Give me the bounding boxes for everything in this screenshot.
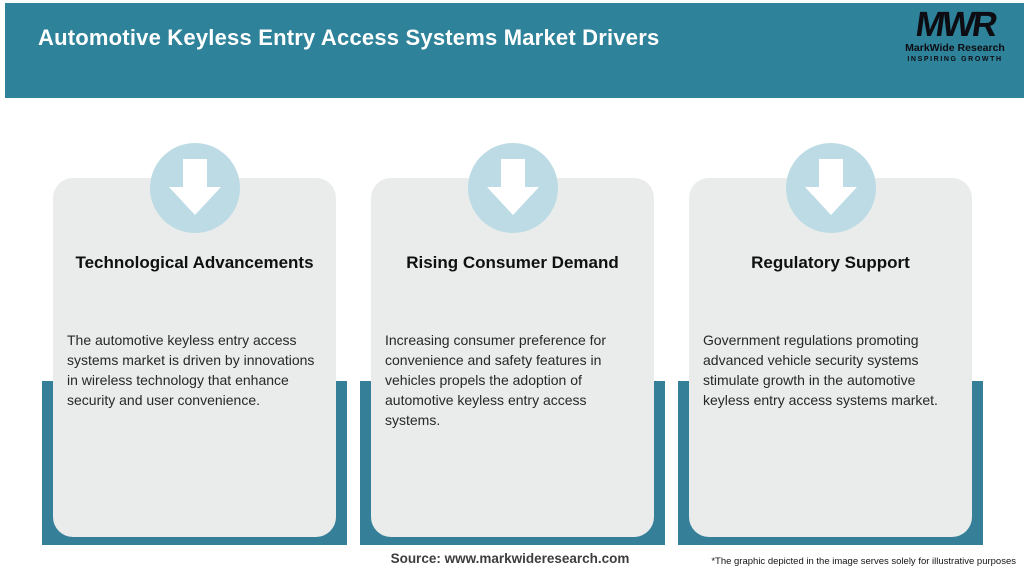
- driver-card-technological-advancements: Technological Advancements The automotiv…: [42, 143, 347, 545]
- card-description: Government regulations promoting advance…: [703, 332, 938, 408]
- card-title: Rising Consumer Demand: [406, 253, 619, 272]
- card-description: The automotive keyless entry access syst…: [67, 332, 315, 408]
- driver-card-rising-consumer-demand: Rising Consumer Demand Increasing consum…: [360, 143, 665, 545]
- arrow-badge: [785, 143, 876, 233]
- disclaimer-text: *The graphic depicted in the image serve…: [711, 556, 1016, 567]
- card-description: Increasing consumer preference for conve…: [385, 332, 606, 428]
- down-arrow-icon: [168, 159, 221, 215]
- source-text: Source: www.markwideresearch.com: [390, 551, 630, 566]
- card-body: Regulatory Support Government regulation…: [689, 178, 972, 537]
- mwr-monogram: MWR: [913, 5, 997, 44]
- markwide-research-logo: MWR MarkWide Research INSPIRING GROWTH: [892, 5, 1018, 63]
- card-body: Technological Advancements The automotiv…: [53, 178, 336, 537]
- down-arrow-icon: [486, 159, 539, 215]
- header-banner: Automotive Keyless Entry Access Systems …: [5, 3, 1024, 98]
- card-title: Regulatory Support: [751, 253, 910, 272]
- arrow-badge: [467, 143, 558, 233]
- logo-name: MarkWide Research: [905, 42, 1005, 54]
- down-arrow-icon: [804, 159, 857, 215]
- page-title: Automotive Keyless Entry Access Systems …: [38, 25, 660, 50]
- driver-card-regulatory-support: Regulatory Support Government regulation…: [678, 143, 983, 545]
- arrow-badge: [149, 143, 240, 233]
- card-body: Rising Consumer Demand Increasing consum…: [371, 178, 654, 537]
- card-title: Technological Advancements: [75, 253, 314, 272]
- logo-tagline: INSPIRING GROWTH: [907, 55, 1003, 63]
